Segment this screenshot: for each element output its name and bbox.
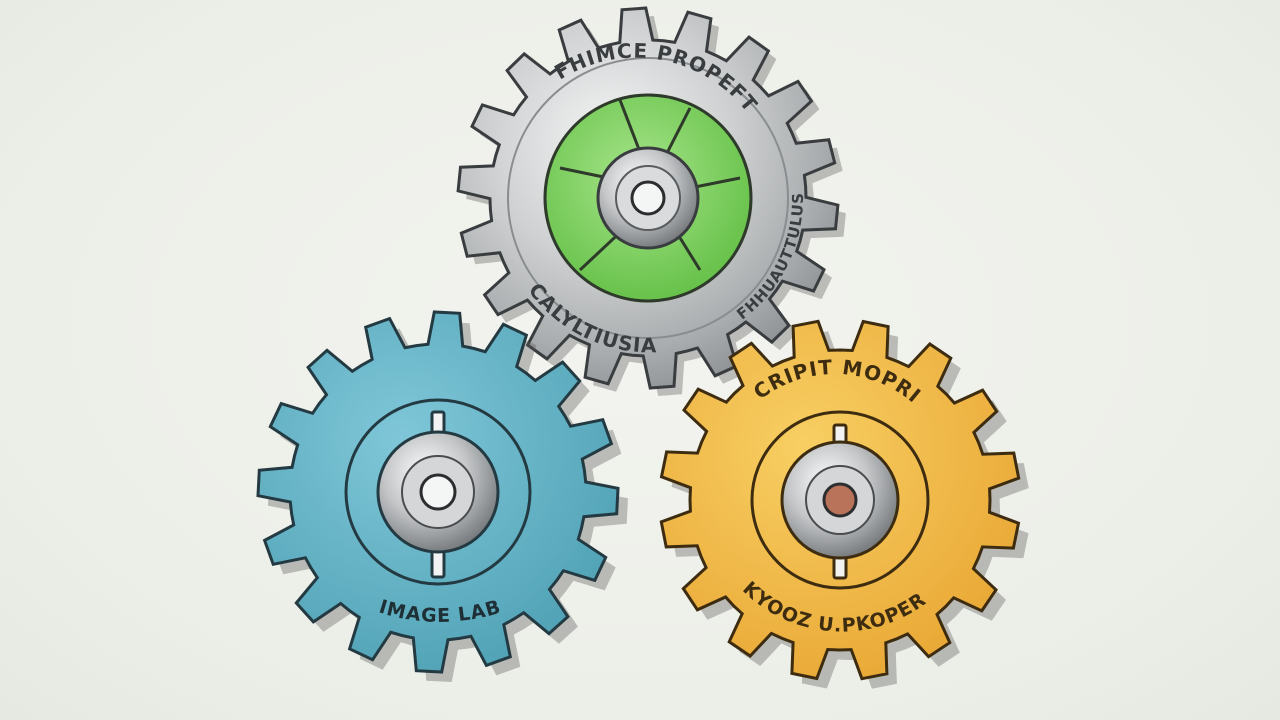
blue-gear-ring xyxy=(344,398,532,586)
yellow-gear-axle-hole xyxy=(822,482,858,518)
silver-gear-axle-hole xyxy=(630,180,666,216)
silver-gear-rim xyxy=(507,57,789,339)
blue-gear-axle-hole xyxy=(419,473,457,511)
silver-gear: FHIMCE PROPEFTY CALYLTIUSIA FHHUAUTTULUS xyxy=(0,0,846,396)
yellow-gear-ring xyxy=(750,410,930,590)
